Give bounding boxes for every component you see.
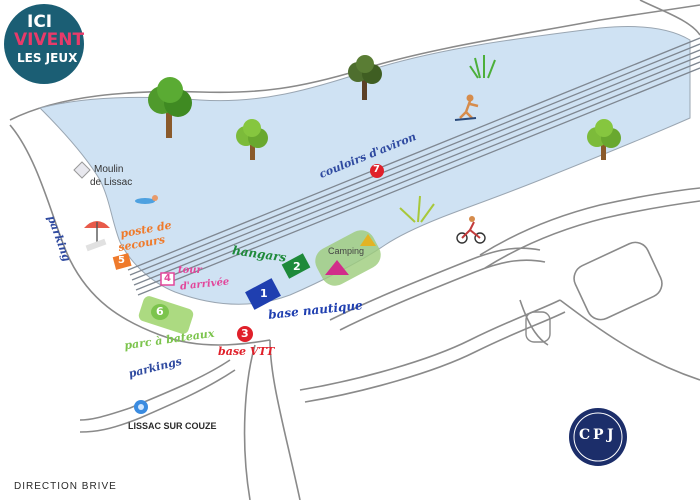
- road-east-2: [339, 259, 546, 331]
- zone-5-number: 5: [118, 255, 125, 266]
- cpj-letter-c: C: [579, 427, 591, 443]
- grass-icon: [399, 195, 435, 223]
- road-south-1: [269, 339, 301, 500]
- cpj-letter-j: J: [607, 427, 614, 443]
- rowing-lanes: [127, 37, 700, 296]
- outer-road: [9, 4, 700, 121]
- swimmer-icon: [135, 195, 158, 204]
- zone-1-number: 1: [260, 287, 268, 300]
- cpj-badge: [569, 408, 627, 466]
- direction-label: DIRECTION BRIVE: [14, 481, 117, 492]
- marker-6: [151, 304, 169, 320]
- map-pin-icon: [134, 400, 148, 414]
- lake: [39, 26, 691, 305]
- road-east-1: [329, 247, 541, 321]
- road-right: [479, 187, 700, 256]
- water-skier-icon: [454, 94, 479, 121]
- grass-icon: [469, 55, 496, 79]
- cyclist-icon: [456, 216, 486, 244]
- road-spur: [519, 299, 549, 346]
- base-vtt-label: base VTT: [218, 345, 275, 358]
- lissac-label: LISSAC SUR COUZE: [128, 421, 217, 431]
- tree-icon: [587, 119, 621, 160]
- beach-umbrella-icon: [84, 221, 110, 252]
- ici-vivent-les-jeux-logo: [4, 4, 84, 84]
- marker-3: [237, 326, 253, 342]
- logo-line1: ICI: [27, 12, 53, 32]
- camping-label: Camping: [328, 246, 365, 256]
- tour-label-1: tour: [178, 265, 202, 276]
- zone-7-number: 7: [373, 164, 380, 175]
- east-road: [639, 0, 700, 36]
- road-south-2: [243, 344, 256, 500]
- left-road: [9, 124, 271, 346]
- zone-4-number: 4: [164, 273, 171, 284]
- parking-lot-east: [573, 241, 663, 321]
- tent-icon: [325, 260, 349, 275]
- road-right-2: [484, 200, 700, 269]
- zone-6-number: 6: [156, 305, 164, 318]
- zone-3-number: 3: [241, 327, 249, 340]
- tree-icon: [348, 55, 382, 100]
- road-to-lissac-2: [79, 369, 236, 433]
- moulin-label-1: Moulin: [94, 164, 124, 175]
- tree-icon: [236, 119, 268, 160]
- marker-7: [370, 164, 384, 178]
- marker-4: [160, 272, 175, 286]
- moulin-label-2: de Lissac: [90, 177, 133, 188]
- marker-5: [112, 253, 132, 270]
- marker-1: [245, 278, 281, 310]
- small-lot: [525, 311, 551, 343]
- zone-2-number: 2: [293, 260, 301, 273]
- logo-line2: VIVENT: [14, 30, 85, 50]
- tent-icon: [360, 234, 376, 246]
- road-curve-right: [559, 299, 700, 381]
- marker-2: [281, 253, 311, 279]
- cpj-letter-p: P: [593, 427, 604, 443]
- road-bottom-right-2: [304, 311, 566, 403]
- logo-line3: LES JEUX: [17, 51, 78, 65]
- moulin-marker-icon: [73, 161, 91, 179]
- tree-icon: [148, 77, 192, 138]
